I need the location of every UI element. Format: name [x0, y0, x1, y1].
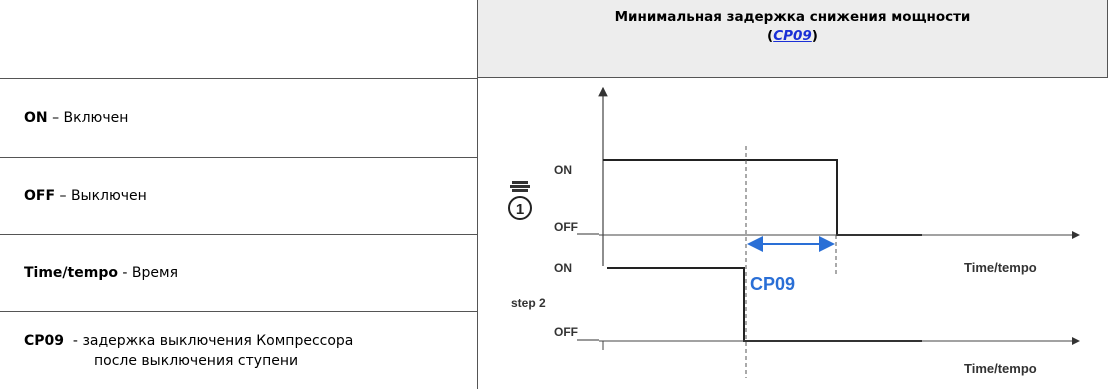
legend-description-continued: после выключения ступени [94, 353, 299, 369]
diagram-subtitle: (CP09) [478, 27, 1107, 46]
timing-diagram: 1 ON OFF CP09 Time/tempo ON step 2 OFF [508, 86, 1080, 378]
time-label-top: Time/tempo [964, 260, 1037, 275]
subtitle-open-paren: ( [767, 28, 774, 44]
diagram-title-cell: Минимальная задержка снижения мощности (… [477, 0, 1108, 78]
label-on-bottom: ON [554, 261, 572, 275]
legend-description: задержка выключения Компрессора [82, 333, 354, 349]
diagram-title: Минимальная задержка снижения мощности [614, 9, 971, 25]
label-on-top: ON [554, 163, 572, 177]
legend-separator: – [55, 188, 71, 204]
compressor-icon: 1 [508, 181, 532, 220]
legend-row-on: ON – Включен [0, 79, 477, 158]
compressor-number: 1 [516, 201, 524, 218]
step-2-label: step 2 [511, 296, 546, 310]
legend-term: CP09 [24, 333, 65, 349]
cp09-delay-label: CP09 [750, 274, 795, 294]
legend-term: Time/tempo [24, 265, 118, 281]
legend-description: Включен [63, 110, 129, 126]
legend-row-cp09: CP09 - задержка выключения Компрессора п… [0, 312, 477, 389]
time-label-bottom: Time/tempo [964, 361, 1037, 376]
legend-row-time: Time/tempo - Время [0, 235, 477, 312]
legend-separator: – [47, 110, 64, 126]
label-off-bottom: OFF [554, 325, 578, 339]
legend-separator: - [64, 333, 83, 349]
legend-row-off: OFF – Выключен [0, 158, 477, 235]
legend-term: ON [24, 110, 48, 126]
legend-description: Выключен [70, 188, 147, 204]
legend-term: OFF [24, 188, 56, 204]
label-off-top: OFF [554, 220, 578, 234]
legend-separator: - [117, 265, 132, 281]
subtitle-close-paren: ) [811, 28, 818, 44]
timing-diagram-cell: 1 ON OFF CP09 Time/tempo ON step 2 OFF [477, 78, 1109, 389]
cp09-link[interactable]: CP09 [773, 28, 812, 44]
top-signal-line [603, 159, 922, 236]
legend-description: Время [131, 265, 179, 281]
legend-table: ON – Включен OFF – Выключен Time/tempo -… [0, 78, 478, 389]
